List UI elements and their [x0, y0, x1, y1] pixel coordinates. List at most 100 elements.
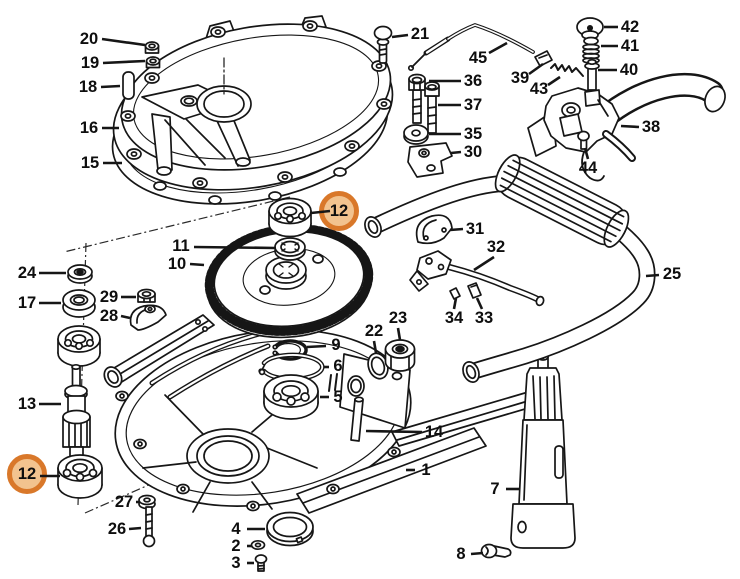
callout-36: 36 — [429, 72, 482, 90]
callout-5: 5 — [320, 388, 343, 406]
leader-line — [620, 124, 640, 129]
part-number-26: 26 — [108, 520, 126, 538]
bracket-30 — [407, 142, 453, 178]
leader-line — [473, 255, 495, 272]
pin-40 — [584, 58, 600, 91]
cover-screw-bosses — [120, 20, 392, 205]
callout-38: 38 — [620, 118, 660, 136]
nut-23 — [384, 339, 416, 372]
leader-line — [396, 327, 402, 341]
callout-3: 3 — [231, 554, 254, 572]
part-number-44: 44 — [579, 159, 598, 177]
pin-18 — [122, 71, 135, 100]
part-number-31: 31 — [466, 220, 484, 238]
part-number-35: 35 — [464, 125, 482, 143]
callout-45: 45 — [469, 41, 508, 67]
bolt-36 — [408, 73, 426, 124]
part-number-41: 41 — [621, 37, 639, 55]
ball-bearing-5 — [263, 374, 319, 420]
callout-37: 37 — [438, 96, 482, 114]
callout-13: 13 — [18, 395, 61, 413]
upper-ball-bearing — [57, 325, 101, 367]
leader-line — [101, 37, 146, 47]
leader-line — [452, 297, 458, 310]
part-number-2: 2 — [231, 537, 240, 555]
callout-1: 1 — [406, 461, 431, 479]
callout-19: 19 — [81, 54, 146, 72]
leader-line — [310, 209, 331, 215]
callout-8: 8 — [456, 545, 484, 563]
callout-15: 15 — [81, 154, 122, 172]
callout-7: 7 — [490, 480, 520, 498]
leader-line — [488, 41, 508, 55]
callout-11: 11 — [172, 237, 277, 255]
callout-14: 14 — [365, 423, 444, 441]
washer-35 — [403, 124, 429, 145]
cable-fitting-39 — [534, 50, 553, 67]
leader-line — [583, 147, 590, 160]
part-number-19: 19 — [81, 54, 99, 72]
callout-10: 10 — [168, 255, 205, 273]
part-number-3: 3 — [231, 554, 240, 572]
callout-20: 20 — [80, 30, 146, 48]
leader-line — [128, 526, 142, 531]
callout-18: 18 — [79, 78, 121, 96]
bolt-21 — [373, 25, 393, 64]
callout-12-highlighted: 12 — [310, 191, 359, 231]
part-number-29: 29 — [100, 288, 118, 306]
callout-43: 43 — [530, 75, 561, 98]
callout-42: 42 — [604, 18, 639, 36]
lower-housing-1 — [114, 329, 543, 514]
pin-33 — [467, 282, 482, 299]
callout-16: 16 — [80, 119, 119, 137]
screw-3 — [254, 554, 268, 572]
washer-2 — [250, 539, 266, 551]
callout-32: 32 — [473, 238, 505, 272]
callout-2: 2 — [231, 537, 252, 555]
leader-line — [102, 59, 146, 65]
callout-33: 33 — [475, 297, 493, 327]
callout-26: 26 — [108, 520, 142, 538]
steering-handle-25 — [364, 154, 656, 383]
callout-40: 40 — [598, 61, 638, 79]
callout-44: 44 — [579, 147, 598, 177]
callout-35: 35 — [429, 125, 482, 143]
part-number-12: 12 — [330, 202, 348, 220]
part-number-8: 8 — [456, 545, 465, 563]
thrust-washer-11 — [274, 237, 306, 261]
part-number-30: 30 — [464, 143, 482, 161]
foam-grip — [494, 154, 630, 248]
leader-line — [372, 340, 378, 354]
throttle-assembly-38 — [527, 72, 726, 182]
part-number-32: 32 — [487, 238, 505, 256]
throttle-cable-45 — [407, 23, 535, 72]
ball-bearing-12-lower — [57, 454, 103, 499]
clamp-31 — [415, 214, 453, 245]
screw-44 — [577, 130, 590, 150]
leader-line — [645, 273, 660, 278]
part-number-4: 4 — [231, 520, 241, 538]
pin-34 — [449, 287, 461, 300]
link-rod-32 — [409, 250, 545, 307]
ball-bearing-12-top — [268, 197, 312, 238]
part-number-7: 7 — [490, 480, 499, 498]
leader-line — [193, 245, 277, 250]
leader-line — [365, 429, 423, 434]
leader-line — [449, 227, 464, 232]
part-number-38: 38 — [642, 118, 660, 136]
nut-29 — [137, 288, 156, 303]
main-gear-10 — [204, 224, 374, 339]
callout-39: 39 — [511, 62, 544, 87]
leader-line — [470, 551, 484, 556]
leader-line — [450, 150, 462, 155]
part-number-37: 37 — [464, 96, 482, 114]
bolt-37 — [424, 81, 440, 134]
callout-25: 25 — [645, 265, 681, 283]
clamp-28 — [129, 304, 167, 331]
part-number-16: 16 — [80, 119, 98, 137]
callout-28: 28 — [100, 307, 131, 325]
seal-ring-4 — [266, 511, 314, 547]
